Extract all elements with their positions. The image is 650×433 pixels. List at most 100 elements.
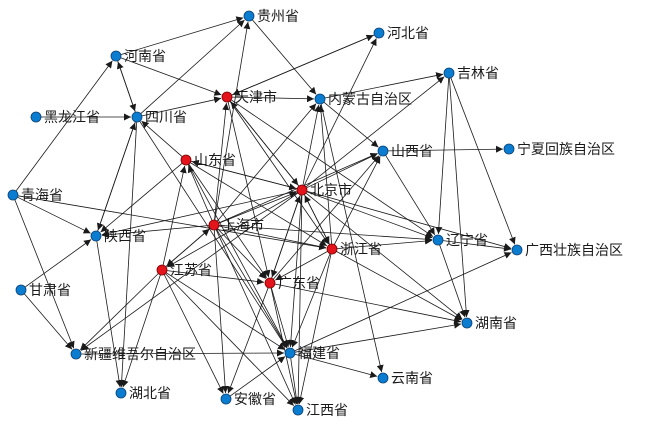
edge-zhejiang-to-jiangxi xyxy=(297,253,332,405)
edge-beijing-to-jiangxi xyxy=(294,194,303,405)
edge-beijing-to-tianjin xyxy=(230,101,300,187)
node-dot-yunnan xyxy=(377,372,389,384)
node-dot-gansu xyxy=(15,284,27,296)
node-shandong: 山东省 xyxy=(180,153,236,169)
node-dot-hubei xyxy=(115,387,127,399)
node-sichuan: 四川省 xyxy=(131,110,187,126)
edge-shaanxi-to-sichuan xyxy=(97,122,137,232)
node-label-yunnan: 云南省 xyxy=(391,371,433,387)
edge-zhejiang-to-shanxi xyxy=(333,156,381,245)
node-dot-guangxi xyxy=(511,244,523,256)
node-dot-jilin xyxy=(443,67,455,79)
edge-anhui-to-fujian xyxy=(229,356,286,397)
node-hubei: 湖北省 xyxy=(115,386,171,402)
edge-beijing-to-shanxi xyxy=(306,153,378,189)
edge-fujian-to-yunnan xyxy=(294,353,378,378)
edge-shanghai-to-neimenggu xyxy=(216,103,317,222)
node-liaoning: 辽宁省 xyxy=(432,232,488,249)
edge-jiangsu-to-xinjiang xyxy=(80,273,159,351)
node-dot-fujian xyxy=(284,347,296,359)
edge-beijing-to-fujian xyxy=(287,194,302,348)
edge-zhejiang-to-guangdong xyxy=(275,251,328,281)
edge-shanghai-to-shaanxi xyxy=(101,225,210,239)
node-label-guangdong: 广东省 xyxy=(278,276,320,292)
node-label-hebei: 河北省 xyxy=(387,26,429,42)
edge-shanxi-to-ningxia xyxy=(387,145,504,153)
edge-xinjiang-to-fujian xyxy=(80,349,285,357)
node-dot-tianjin xyxy=(221,91,233,103)
node-guangxi: 广西壮族自治区 xyxy=(511,243,623,259)
edge-neimenggu-to-jilin xyxy=(324,72,444,99)
edge-gansu-to-xinjiang xyxy=(23,293,73,350)
edge-shanghai-to-shandong xyxy=(187,165,213,221)
edge-guizhou-to-neimenggu xyxy=(251,19,317,95)
edge-fujian-to-hunan xyxy=(294,321,462,353)
edge-guangdong-to-shanxi xyxy=(272,155,380,280)
edge-shanghai-to-guangdong xyxy=(217,228,267,279)
node-label-shandong: 山东省 xyxy=(194,153,236,169)
edge-sichuan-to-guizhou xyxy=(140,19,245,114)
node-dot-guangdong xyxy=(264,277,276,289)
node-ningxia: 宁夏回族自治区 xyxy=(503,141,615,158)
edge-qinghai-to-henan xyxy=(15,60,113,192)
edge-qinghai-to-xinjiang xyxy=(14,199,75,349)
node-label-fujian: 福建省 xyxy=(298,346,340,362)
node-dot-hunan xyxy=(461,317,473,329)
edge-jilin-to-hunan xyxy=(449,77,470,318)
edge-fujian-to-jiangxi xyxy=(290,357,300,405)
node-label-shanxi: 山西省 xyxy=(391,144,433,160)
edge-jiangsu-to-guangdong xyxy=(166,270,265,285)
edge-shanghai-to-jiangxi xyxy=(215,229,296,405)
node-henan: 河南省 xyxy=(110,49,166,65)
node-xinjiang: 新疆维吾尔自治区 xyxy=(70,347,196,363)
edge-zhejiang-to-liaoning xyxy=(336,237,433,249)
node-dot-jiangxi xyxy=(292,404,304,416)
edge-shandong-to-guangdong xyxy=(188,163,267,279)
edge-shanxi-to-liaoning xyxy=(385,155,436,236)
node-gansu: 甘肃省 xyxy=(15,283,71,299)
node-label-neimenggu: 内蒙古自治区 xyxy=(328,92,412,108)
edge-guangdong-to-anhui xyxy=(227,287,269,394)
node-dot-hebei xyxy=(373,27,385,39)
edge-henan-to-tianjin xyxy=(120,57,222,96)
edge-neimenggu-to-yunnan xyxy=(320,103,384,373)
edge-shandong-to-fujian xyxy=(188,164,288,348)
edge-qinghai-to-shaanxi xyxy=(17,196,91,234)
node-qinghai: 青海省 xyxy=(7,188,63,204)
node-hebei: 河北省 xyxy=(373,26,429,42)
edge-shanghai-to-beijing xyxy=(218,191,297,224)
node-anhui: 安徽省 xyxy=(220,392,276,408)
node-dot-ningxia xyxy=(503,143,515,155)
edge-shandong-to-shaanxi xyxy=(100,162,183,233)
node-shanghai: 上海市 xyxy=(208,217,264,234)
node-label-anhui: 安徽省 xyxy=(234,392,276,408)
node-tianjin: 天津市 xyxy=(221,89,277,106)
node-dot-qinghai xyxy=(7,189,19,201)
edge-jiangsu-to-shandong xyxy=(162,165,187,266)
edge-beijing-to-neimenggu xyxy=(302,104,321,186)
node-label-ningxia: 宁夏回族自治区 xyxy=(517,141,615,158)
node-label-guangxi: 广西壮族自治区 xyxy=(525,243,623,259)
node-guizhou: 贵州省 xyxy=(243,9,299,25)
edge-shanghai-to-anhui xyxy=(213,229,229,394)
node-hunan: 湖南省 xyxy=(461,316,517,332)
edge-jilin-to-guangxi xyxy=(450,77,516,245)
edge-jiangsu-to-jiangxi xyxy=(165,273,295,406)
node-label-shanghai: 上海市 xyxy=(222,217,264,234)
edge-shanghai-to-zhejiang xyxy=(218,225,327,250)
edge-tianjin-to-guangdong xyxy=(227,101,271,278)
node-label-tianjin: 天津市 xyxy=(235,89,277,106)
node-label-hubei: 湖北省 xyxy=(129,386,171,402)
node-label-jilin: 吉林省 xyxy=(457,66,499,82)
edge-jilin-to-liaoning xyxy=(435,77,450,235)
edge-sichuan-to-fujian xyxy=(139,120,288,349)
edge-guangdong-to-hunan xyxy=(274,283,462,324)
node-dot-jiangsu xyxy=(156,264,168,276)
node-label-xinjiang: 新疆维吾尔自治区 xyxy=(84,347,196,363)
edge-gansu-to-shaanxi xyxy=(24,239,92,288)
edge-jiangsu-to-shanghai xyxy=(165,228,210,268)
edge-zhejiang-to-fujian xyxy=(291,253,331,348)
node-label-heilongjiang: 黑龙江省 xyxy=(44,110,100,126)
